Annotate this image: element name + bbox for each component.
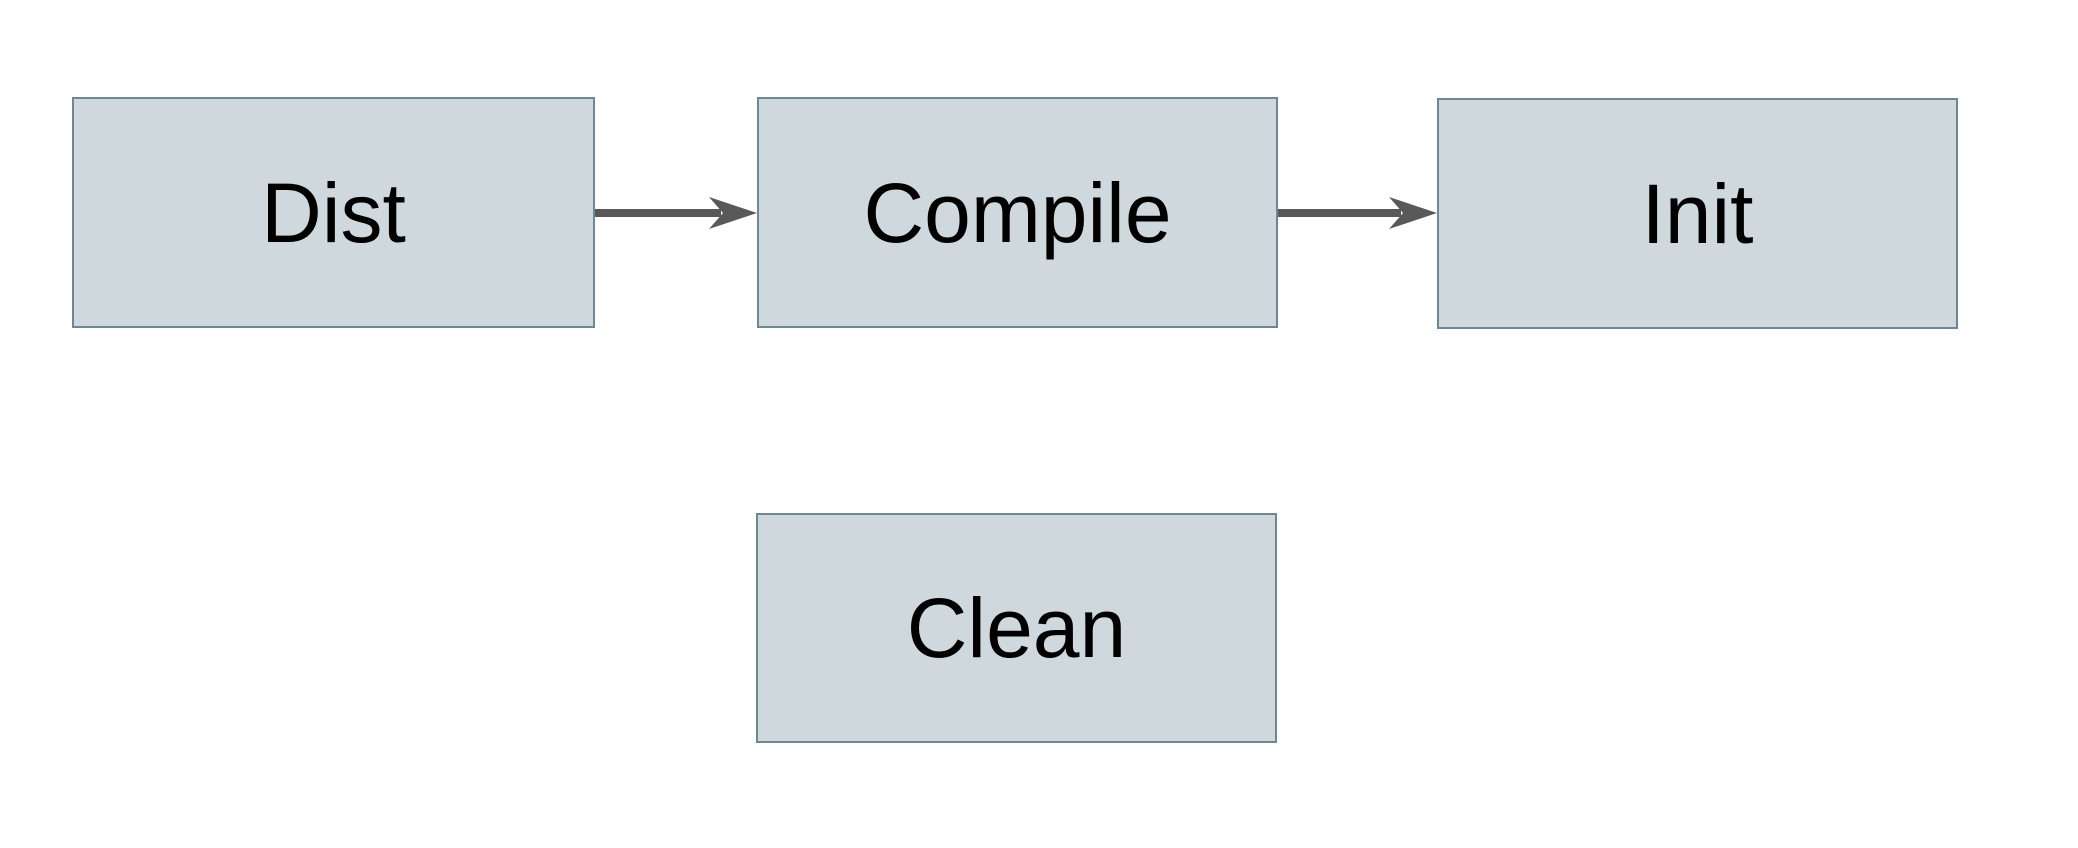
node-clean-label: Clean [906,581,1127,675]
node-compile-label: Compile [863,165,1172,260]
node-clean: Clean [756,513,1277,743]
node-init: Init [1437,98,1958,329]
node-init-label: Init [1641,166,1754,261]
arrow-dist-to-compile-icon [595,197,757,229]
node-dist-label: Dist [261,165,406,260]
node-compile: Compile [757,97,1278,328]
arrow-compile-to-init-icon [1278,197,1437,229]
node-dist: Dist [72,97,595,328]
